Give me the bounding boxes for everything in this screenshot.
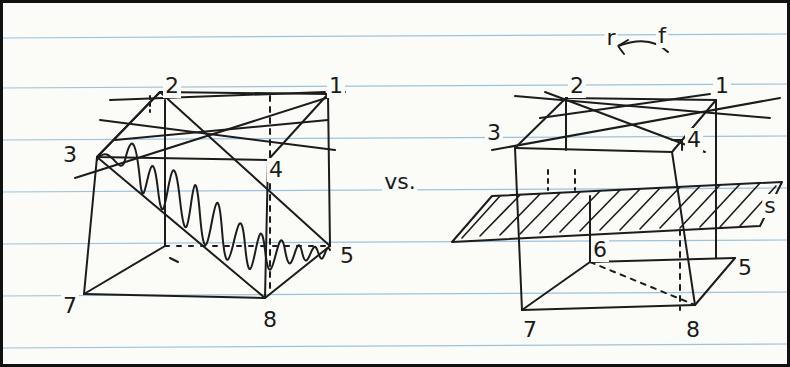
callout-label: f — [656, 24, 668, 48]
callout-label: 8 — [261, 308, 279, 332]
callout-label: 3 — [485, 121, 503, 145]
callout-label: 4 — [685, 128, 703, 152]
callout-label: 8 — [684, 318, 702, 342]
callout-label: 2 — [163, 74, 181, 98]
callout-label: 4 — [267, 158, 285, 182]
callout-label: 6 — [591, 238, 609, 262]
callout-label: 3 — [61, 143, 79, 167]
callout-label: 5 — [338, 244, 356, 268]
callout-label: 1 — [713, 74, 731, 98]
callout-label: 7 — [61, 294, 79, 318]
callout-label: 5 — [736, 256, 754, 280]
callout-label: vs. — [382, 170, 417, 194]
callout-label: r — [604, 26, 617, 50]
callout-label: 2 — [568, 74, 586, 98]
callout-label: 1 — [327, 74, 345, 98]
callout-label: s — [762, 194, 777, 218]
callout-label: 7 — [521, 318, 539, 342]
